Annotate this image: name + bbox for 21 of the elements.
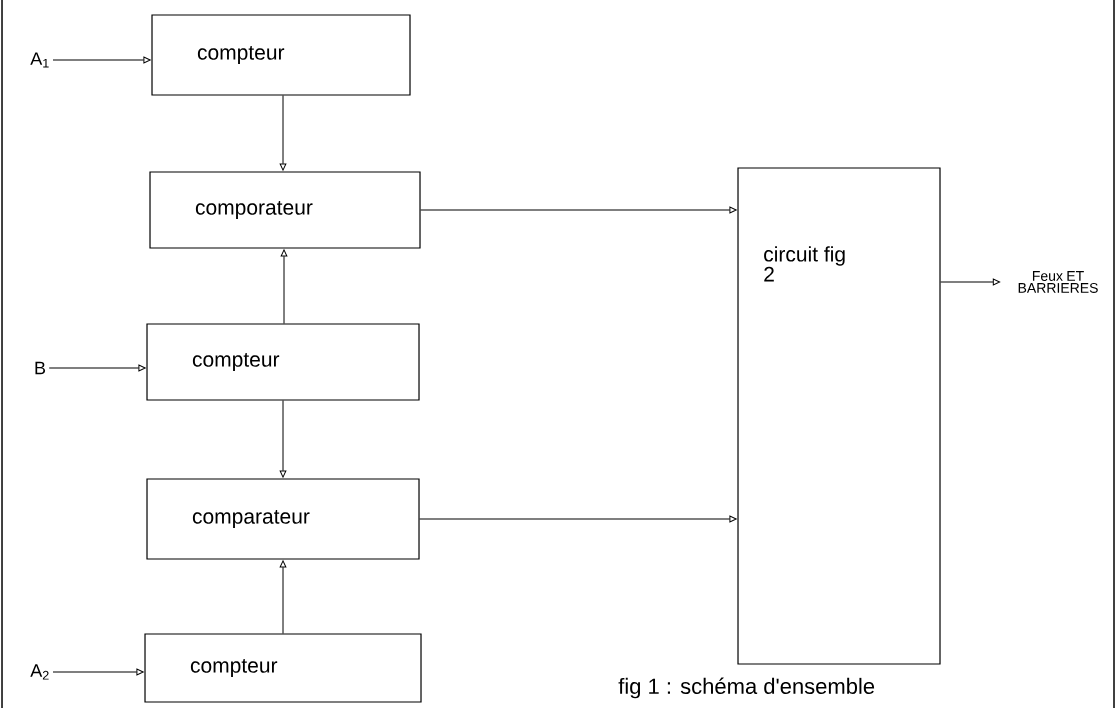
counter-box: compteur xyxy=(144,633,422,703)
counter-box: compteur xyxy=(146,323,420,401)
comparator-box: comporateur xyxy=(149,171,421,249)
arrow xyxy=(279,400,287,478)
output-label: Feux ET BARRIERES xyxy=(1018,271,1098,293)
arrow xyxy=(279,95,287,171)
arrow xyxy=(279,560,287,634)
caption: fig 1 : schéma d'ensemble xyxy=(618,677,875,699)
arrow xyxy=(940,278,1001,286)
arrow xyxy=(419,515,737,523)
arrow xyxy=(280,249,288,324)
arrow xyxy=(420,206,737,214)
comparator-box: comparateur xyxy=(146,478,420,560)
arrow xyxy=(48,364,146,372)
arrow xyxy=(52,56,151,64)
input-label: A$_{2}$ xyxy=(30,664,49,680)
arrow xyxy=(52,668,144,676)
circuit-box: circuit fig 2 xyxy=(737,167,941,665)
input-label: B xyxy=(35,361,46,375)
counter-box: compteur xyxy=(151,14,411,96)
input-label: A$_{1}$ xyxy=(30,52,49,68)
